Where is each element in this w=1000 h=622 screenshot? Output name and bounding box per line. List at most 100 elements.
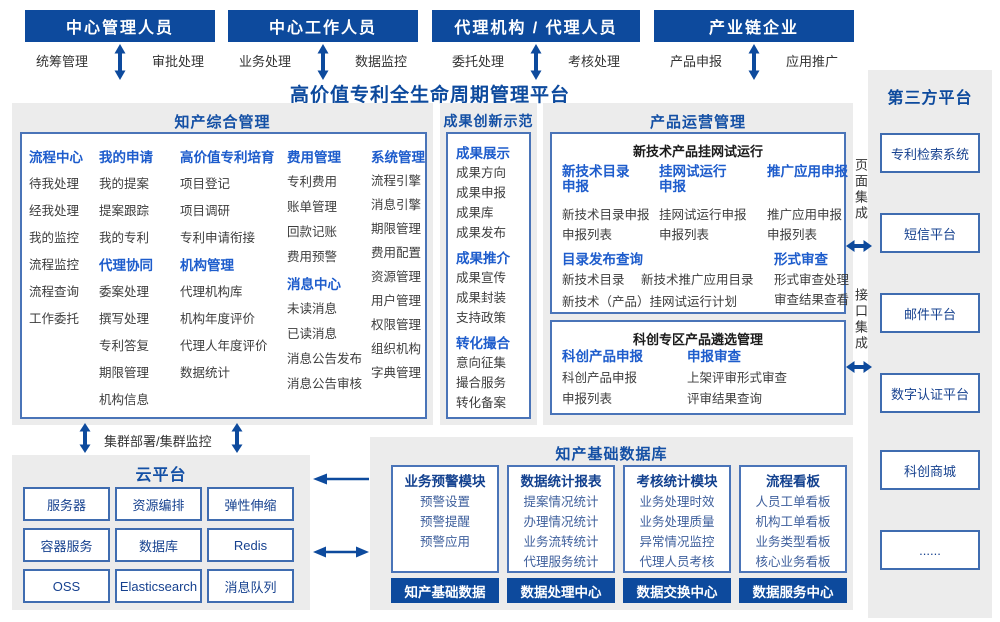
- group-title: 推广应用申报: [767, 164, 848, 179]
- ip-management-box: 流程中心 待我处理 经我处理 我的监控 流程监控 流程查询 工作委托 我的申请 …: [20, 132, 427, 419]
- module-statistics-report: 数据统计报表 提案情况统计 办理情况统计 业务流转统计 代理服务统计: [507, 465, 615, 573]
- menu-item: 项目调研: [180, 204, 231, 218]
- column-system-management: 系统管理 流程引擎 消息引擎 期限管理 费用配置 资源管理 用户管理 权限管理 …: [371, 138, 427, 381]
- group-title: 我的申请: [99, 150, 153, 165]
- vertical-double-arrow-icon: [748, 44, 760, 80]
- menu-item: 字典管理: [371, 366, 422, 380]
- menu-item: 期限管理: [99, 366, 150, 380]
- menu-item: 机构年度评价: [180, 312, 256, 326]
- menu-item: 专利费用: [287, 175, 338, 189]
- column-online-trial: 挂网试运行申报 挂网试运行申报 申报列表: [659, 164, 767, 242]
- column-my-application: 我的申请 我的提案 提案跟踪 我的专利 代理协同 委案处理 撰写处理 专利答复 …: [99, 138, 179, 408]
- menu-item: 预警应用: [419, 535, 470, 549]
- third-party-box-patent-search: 专利检索系统: [880, 133, 980, 173]
- menu-item: 组织机构: [371, 342, 422, 356]
- module-assessment-statistics: 考核统计模块 业务处理时效 业务处理质量 异常情况监控 代理人员考核: [623, 465, 731, 573]
- menu-item: 期限管理: [371, 222, 422, 236]
- menu-item: 新技术（产品）挂网试运行计划: [562, 295, 738, 309]
- achievement-box: 成果展示 成果方向 成果申报 成果库 成果发布 成果推介 成果宣传 成果封装 支…: [446, 132, 531, 419]
- menu-item: 代理服务统计: [523, 555, 599, 569]
- menu-item: 账单管理: [287, 200, 338, 214]
- group-title: 申报审查: [687, 349, 741, 364]
- menu-item: 成果封装: [456, 291, 507, 305]
- menu-item: 权限管理: [371, 318, 422, 332]
- actor-function-label: 产品申报: [669, 54, 722, 69]
- column-application-review: 申报审查 上架评审形式审查 评审结果查询: [687, 349, 842, 406]
- menu-item: 流程引擎: [371, 174, 422, 188]
- menu-item: 人员工单看板: [755, 495, 831, 509]
- platform-title: 高价值专利全生命周期管理平台: [289, 85, 570, 106]
- third-party-box-digital-cert: 数字认证平台: [880, 373, 980, 413]
- actor-title: 中心管理人员: [25, 10, 215, 42]
- module-title: 流程看板: [766, 474, 820, 489]
- trial-run-box: 新技术产品挂网试运行 新技术目录申报 新技术目录申报 申报列表 挂网试运行申报 …: [550, 132, 849, 314]
- panel-title: 第三方平台: [887, 90, 973, 107]
- group-title: 目录发布查询: [562, 252, 643, 267]
- column-promotion-application: 推广应用申报 推广应用申报 申报列表: [767, 164, 855, 242]
- panel-title: 知产综合管理: [174, 114, 271, 131]
- menu-item: 审查结果查看: [774, 293, 850, 307]
- trial-columns: 新技术目录申报 新技术目录申报 申报列表 挂网试运行申报 挂网试运行申报 申报列…: [562, 164, 855, 242]
- page-integration-label: 页面集成: [853, 158, 868, 222]
- group-title: 高价值专利培育: [180, 150, 275, 165]
- menu-item: 意向征集: [456, 356, 507, 370]
- module-process-kanban: 流程看板 人员工单看板 机构工单看板 业务类型看板 核心业务看板: [739, 465, 847, 573]
- column-sci-tech-product-application: 科创产品申报 科创产品申报 申报列表: [562, 349, 687, 406]
- menu-item: 预警设置: [419, 495, 470, 509]
- cloud-box-redis: Redis: [207, 528, 294, 562]
- sci-tech-selection-box: 科创专区产品遴选管理 科创产品申报 科创产品申报 申报列表 申报审查 上架评审形…: [550, 320, 846, 415]
- group-title: 成果推介: [456, 251, 510, 266]
- menu-item: 经我处理: [29, 204, 80, 218]
- menu-item: 提案情况统计: [523, 495, 599, 509]
- menu-item: 挂网试运行申报: [659, 208, 747, 222]
- horizontal-double-arrow-icon: [313, 546, 369, 558]
- cloud-box-message-queue: 消息队列: [207, 569, 294, 603]
- selection-columns: 科创产品申报 科创产品申报 申报列表 申报审查 上架评审形式审查 评审结果查询: [562, 349, 842, 406]
- panel-product-operation: 产品运营管理 新技术产品挂网试运行 新技术目录申报 新技术目录申报 申报列表 挂…: [543, 103, 853, 425]
- group-title: 形式审查: [774, 252, 828, 267]
- menu-item: 成果发布: [456, 226, 507, 240]
- group-title: 挂网试运行申报: [659, 164, 727, 194]
- actor-block-center-managers: 中心管理人员 统筹管理 审批处理: [25, 10, 215, 80]
- menu-item: 提案跟踪: [99, 204, 150, 218]
- menu-item: 转化备案: [456, 396, 507, 410]
- menu-item: 用户管理: [371, 294, 422, 308]
- actor-block-center-staff: 中心工作人员 业务处理 数据监控: [228, 10, 418, 80]
- menu-item: 代理人年度评价: [180, 339, 268, 353]
- menu-item: 代理人员考核: [639, 555, 715, 569]
- menu-item: 成果申报: [456, 186, 507, 200]
- menu-item: 我的提案: [99, 177, 150, 191]
- menu-item: 消息引擎: [371, 198, 422, 212]
- vertical-double-arrow-icon: [114, 44, 126, 80]
- menu-item: 申报列表: [767, 228, 818, 242]
- group-formal-review: 形式审查 形式审查处理 审查结果查看: [774, 252, 849, 307]
- module-title: 数据统计报表: [520, 474, 602, 489]
- panel-ip-basic-database: 知产基础数据库 业务预警模块 预警设置 预警提醒 预警应用 数据统计报表 提案情…: [370, 437, 853, 610]
- cloud-grid: 服务器 资源编排 弹性伸缩 容器服务 数据库 Redis OSS Elastic…: [23, 487, 307, 610]
- panel-achievement-innovation: 成果创新示范 成果展示 成果方向 成果申报 成果库 成果发布 成果推介 成果宣传…: [440, 103, 537, 425]
- actor-title: 代理机构 / 代理人员: [432, 10, 640, 42]
- menu-item: 成果方向: [456, 166, 507, 180]
- panel-title: 产品运营管理: [649, 114, 746, 131]
- cluster-deploy-monitor-label: 集群部署/集群监控: [104, 434, 212, 449]
- menu-item: 工作委托: [29, 312, 80, 326]
- actor-block-industry-enterprises: 产业链企业 产品申报 应用推广: [654, 10, 854, 80]
- actor-function-label: 业务处理: [238, 54, 291, 69]
- menu-item: 形式审查处理: [774, 273, 850, 287]
- column-process-center: 流程中心 待我处理 经我处理 我的监控 流程监控 流程查询 工作委托: [29, 138, 95, 327]
- vertical-double-arrow-icon: [79, 423, 91, 453]
- module-title: 考核统计模块: [636, 474, 718, 489]
- column-fee-management: 费用管理 专利费用 账单管理 回款记账 费用预警 消息中心 未读消息 已读消息 …: [287, 138, 373, 392]
- horizontal-double-arrow-icon: [846, 240, 872, 252]
- module-title: 业务预警模块: [404, 474, 486, 489]
- actor-block-agencies: 代理机构 / 代理人员 委托处理 考核处理: [432, 10, 640, 80]
- column-patent-cultivation: 高价值专利培育 项目登记 项目调研 专利申请衔接 机构管理 代理机构库 机构年度…: [180, 138, 284, 381]
- group-catalog-publish-query: 目录发布查询 新技术目录 新技术推广应用目录 新技术（产品）挂网试运行计划: [562, 252, 770, 311]
- menu-item: 成果宣传: [456, 271, 507, 285]
- cloud-box-server: 服务器: [23, 487, 110, 521]
- column-new-tech-catalog: 新技术目录申报 新技术目录申报 申报列表: [562, 164, 659, 242]
- actor-functions: 统筹管理 审批处理: [25, 51, 215, 70]
- menu-item: 办理情况统计: [523, 515, 599, 529]
- group-title: 消息中心: [287, 277, 341, 292]
- menu-item: 已读消息: [287, 327, 338, 341]
